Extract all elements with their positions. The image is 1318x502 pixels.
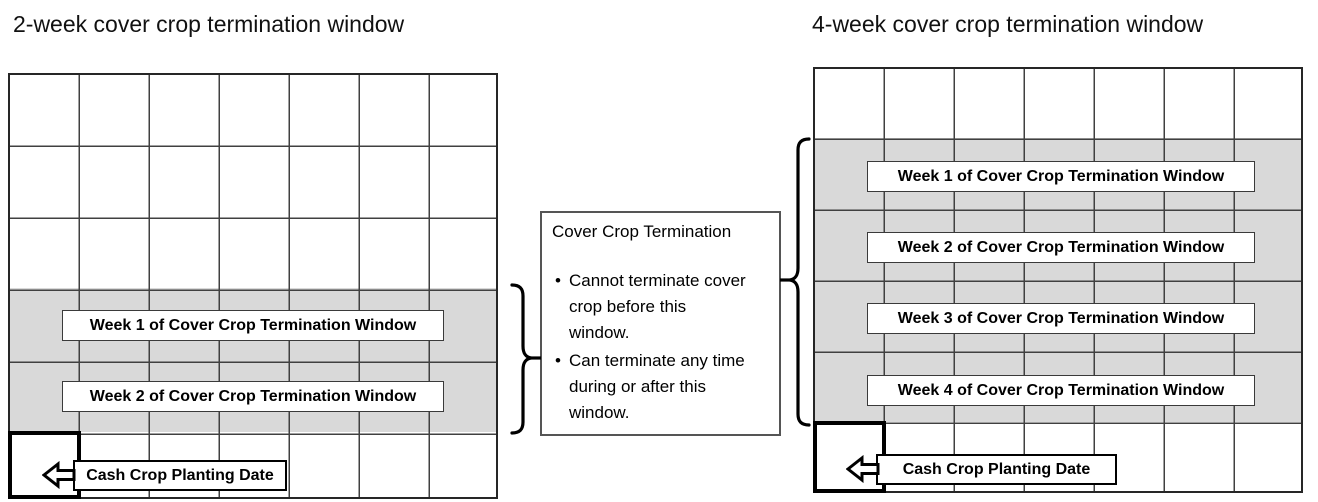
planting-date-label: Cash Crop Planting Date <box>73 460 287 491</box>
week-label: Week 1 of Cover Crop Termination Window <box>62 310 444 341</box>
week-label: Week 2 of Cover Crop Termination Window <box>867 232 1255 263</box>
week-label: Week 1 of Cover Crop Termination Window <box>867 161 1255 192</box>
calendar-grid-lines <box>815 69 1301 491</box>
planting-date-cell <box>8 431 81 499</box>
note-bullet: Can terminate any time during or after t… <box>552 348 775 426</box>
note-bullet-list: Cannot terminate cover crop before this … <box>552 268 775 426</box>
left-block-arrow-icon <box>42 461 76 489</box>
termination-note-box: Cover Crop Termination Cannot terminate … <box>540 211 781 436</box>
four-week-calendar-grid <box>813 67 1303 493</box>
week-label: Week 3 of Cover Crop Termination Window <box>867 303 1255 334</box>
two-week-title: 2-week cover crop termination window <box>13 11 405 37</box>
week-label: Week 4 of Cover Crop Termination Window <box>867 375 1255 406</box>
note-bullet: Cannot terminate cover crop before this … <box>552 268 775 346</box>
calendar-grid-lines <box>10 75 496 497</box>
left-curly-brace <box>510 283 541 435</box>
right-curly-brace <box>780 137 811 427</box>
planting-date-label: Cash Crop Planting Date <box>876 454 1117 485</box>
four-week-title: 4-week cover crop termination window <box>812 11 1204 37</box>
left-block-arrow-icon <box>846 455 880 483</box>
two-week-calendar-grid <box>8 73 498 499</box>
week-label: Week 2 of Cover Crop Termination Window <box>62 381 444 412</box>
note-heading: Cover Crop Termination <box>552 222 732 241</box>
